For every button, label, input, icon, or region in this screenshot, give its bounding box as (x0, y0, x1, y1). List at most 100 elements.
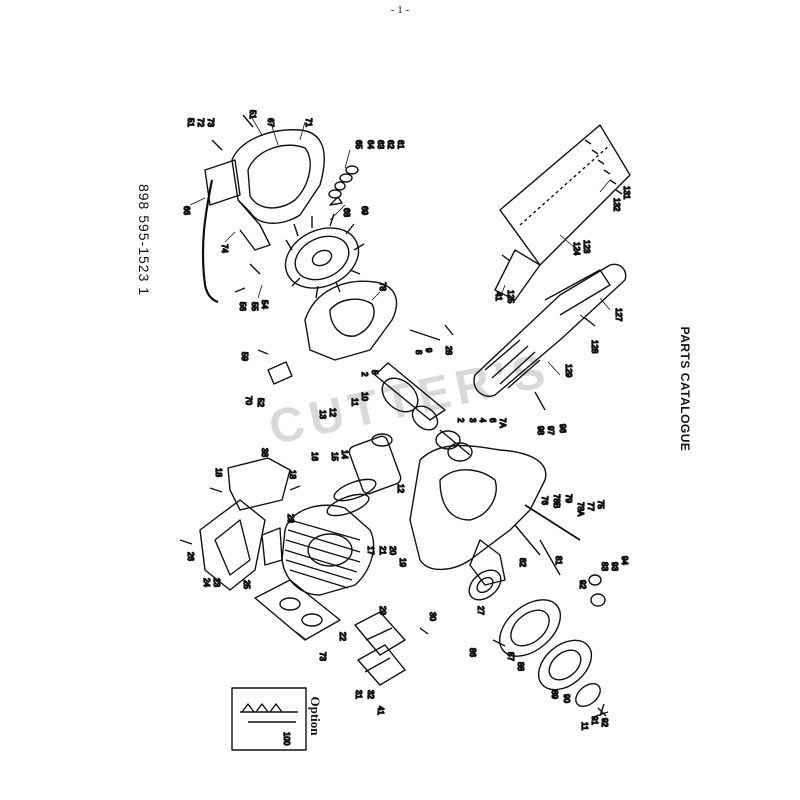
callout: 132 (612, 198, 621, 212)
callout: 83 (600, 562, 609, 571)
callout: 3 (468, 418, 477, 423)
page-number: - 1 - (390, 4, 410, 16)
crankshaft (374, 362, 473, 462)
callout: 78 (378, 282, 387, 291)
callout: 12 (396, 484, 405, 493)
callout: 73 (318, 652, 327, 661)
hand-guard (473, 263, 627, 397)
callout: 12 (328, 408, 337, 417)
callout: 54 (260, 300, 269, 309)
callout: 92 (600, 718, 609, 727)
callout: 2 (360, 372, 369, 377)
callout: 13 (318, 410, 327, 419)
callout: 129 (564, 364, 573, 378)
callout: 93 (610, 562, 619, 571)
callout: 89 (550, 690, 559, 699)
callout: 71 (304, 118, 313, 127)
side-cover (199, 499, 266, 591)
callout: 23 (286, 514, 295, 523)
callout: 32 (366, 690, 375, 699)
callout: 90 (562, 694, 571, 703)
callout: 67 (266, 118, 275, 127)
callout: 19 (398, 558, 407, 567)
callout: 125 (506, 290, 515, 304)
callout: 5 (370, 370, 379, 375)
option-inset (231, 687, 307, 751)
callout: 78A (576, 502, 585, 517)
carburettor (354, 611, 406, 686)
callout: 86 (468, 648, 477, 657)
callout: 74 (220, 244, 229, 253)
callout: 2 (456, 418, 465, 423)
callout: 10 (360, 392, 369, 401)
callout-numbers: 51 67 71 51 72 73 61 62 63 64 65 69 68 7… (181, 109, 631, 746)
callout: 66 (182, 206, 191, 215)
callout: 81 (554, 556, 563, 565)
callout: 18 (288, 470, 297, 479)
callout: 25 (242, 580, 251, 589)
callout: 68 (342, 208, 351, 217)
callout: 26 (186, 552, 195, 561)
callout: 72 (196, 118, 205, 127)
guide-bar (494, 124, 631, 301)
screws-and-pins (179, 114, 596, 647)
callout: 9 (424, 348, 433, 353)
callout: 98 (536, 426, 545, 435)
callout: 127 (614, 308, 623, 322)
callout: 124 (572, 242, 581, 256)
callout: 17 (366, 546, 375, 555)
callout: 131 (622, 186, 631, 200)
callout: 22 (338, 632, 347, 641)
callout: 38 (260, 448, 269, 457)
starter-housing (201, 129, 325, 304)
callout: 59 (240, 352, 249, 361)
cover-plate (227, 457, 291, 511)
callout: 82 (518, 558, 527, 567)
callout: 94 (620, 556, 629, 565)
callout: 65 (354, 140, 363, 149)
callout: 18 (214, 468, 223, 477)
callout: 11 (580, 722, 589, 731)
callout: 30 (428, 612, 437, 621)
callout: 29 (378, 606, 387, 615)
callout: 62 (386, 140, 395, 149)
callout: 69 (360, 206, 369, 215)
callout: 87 (506, 652, 515, 661)
callout: 8 (414, 350, 423, 355)
callout: 123 (582, 240, 591, 254)
callout: 61 (396, 140, 405, 149)
callout: 6 (488, 418, 497, 423)
callout: 75 (596, 500, 605, 509)
crankcase (304, 280, 547, 586)
callout: 23 (212, 578, 221, 587)
callout: 41 (376, 706, 385, 715)
control-rods (514, 504, 606, 607)
callout: 55 (250, 302, 259, 311)
callout: 52 (256, 398, 265, 407)
callout: 41 (494, 292, 503, 301)
callout: 15 (330, 452, 339, 461)
callout: 4 (478, 418, 487, 423)
callout: 51 (248, 110, 257, 119)
cylinder (261, 504, 375, 596)
callout: 78B (552, 494, 561, 508)
callout: 11 (350, 398, 359, 407)
callout: 7A (498, 418, 507, 428)
callout: 21 (378, 546, 387, 555)
callout: 73 (206, 118, 215, 127)
callout: 97 (546, 426, 555, 435)
callout: 91 (590, 716, 599, 725)
leader-lines (189, 117, 611, 376)
callout: 64 (366, 140, 375, 149)
callout: 88 (516, 662, 525, 671)
flywheel (284, 213, 365, 299)
callout: 76 (540, 496, 549, 505)
callout: 31 (354, 690, 363, 699)
callout: 128 (590, 340, 599, 354)
callout: 24 (202, 578, 211, 587)
callout: 96 (558, 424, 567, 433)
gasket-plate (254, 579, 341, 641)
clutch-assembly (468, 569, 609, 717)
